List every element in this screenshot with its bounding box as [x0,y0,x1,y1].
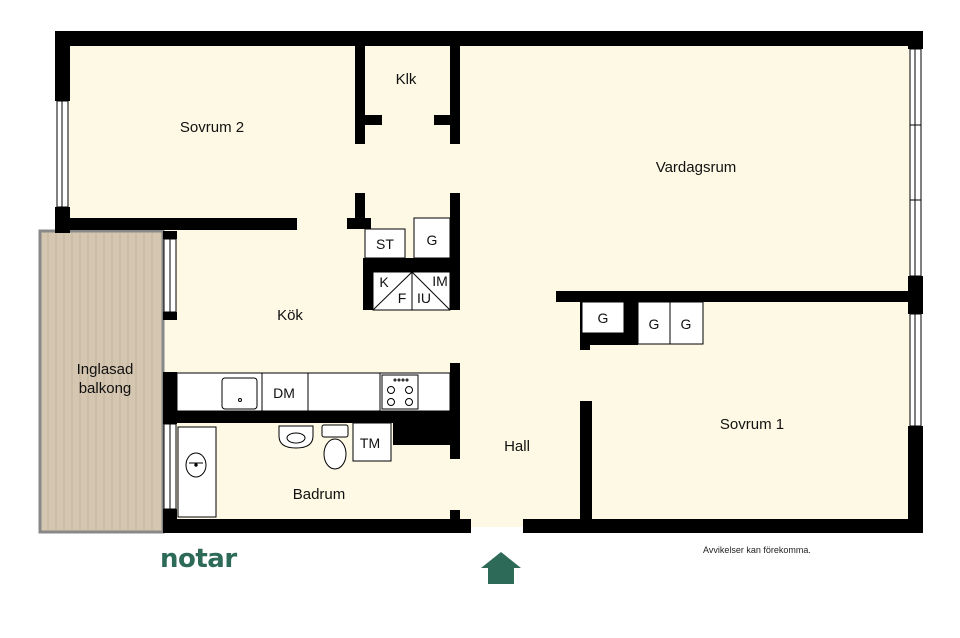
brand-logo: notar [160,544,237,574]
room-label-klk: Klk [396,71,417,88]
room-label-badrum: Badrum [293,486,346,503]
glazed-balcony [38,229,165,534]
room-label-hall: Hall [504,438,530,455]
room-label-sovrum2: Sovrum 2 [180,119,244,136]
fixture-label-g-1: G [427,232,438,248]
counter-dividers [261,373,381,411]
appliance-dividers [372,271,451,311]
fixture-label-im: IM [432,273,448,289]
fixture-label-g-4: G [681,316,692,332]
room-label-vardagsrum: Vardagsrum [656,159,737,176]
fixture-label-k: K [379,274,389,290]
shower-icon [185,452,207,478]
fixture-label-f: F [398,290,407,306]
room-label-inglasad: Inglasad [77,361,134,378]
sink-icon [221,377,258,410]
fixture-label-tm: TM [360,435,380,451]
window-mullions [61,49,921,509]
room-label-sovrum1: Sovrum 1 [720,416,784,433]
fixture-label-iu: IU [417,290,431,306]
toilet-icon [321,424,349,470]
entrance-arrow-icon [481,552,521,584]
disclaimer-text: Avvikelser kan förekomma. [703,545,811,555]
room-label-kok: Kök [277,307,303,324]
fixture-label-st: ST [376,236,394,252]
walls [55,31,923,533]
stove-icon [381,374,419,410]
fixture-label-dm: DM [273,385,295,401]
fixture-label-g-2: G [598,310,609,326]
fixture-label-g-3: G [649,316,660,332]
washbasin-icon [278,425,314,449]
room-label-balkong: balkong [79,380,132,397]
